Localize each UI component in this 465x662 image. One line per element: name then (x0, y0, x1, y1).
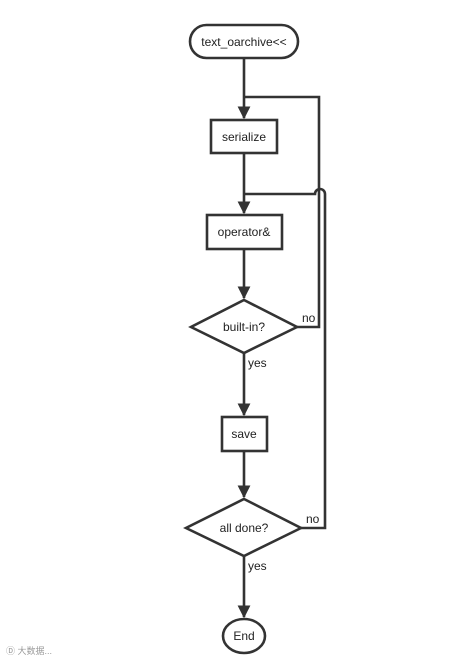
save-node-label: save (231, 427, 257, 441)
builtin-yes-label: yes (248, 356, 267, 370)
serialize-node-label: serialize (222, 130, 266, 144)
builtin-no-label: no (302, 311, 316, 325)
end-node (221, 617, 267, 655)
serialize-node (209, 118, 279, 155)
builtin-decision-label: built-in? (223, 320, 265, 334)
builtin-decision (188, 298, 300, 355)
start-node (188, 23, 300, 60)
save-node (220, 415, 269, 453)
operator-node (205, 213, 284, 251)
operator-node-label: operator& (218, 225, 271, 239)
start-node-label: text_oarchive<< (201, 35, 286, 49)
edge-alldone-no-loop (244, 187, 327, 530)
alldone-yes-label: yes (248, 559, 267, 573)
end-node-label: End (233, 629, 254, 643)
watermark-logo: Ⓓ 大数据... (6, 645, 52, 656)
alldone-decision-label: all done? (220, 521, 269, 535)
alldone-decision (183, 497, 304, 558)
edge-builtin-no-loop (244, 95, 321, 329)
alldone-no-label: no (306, 512, 320, 526)
